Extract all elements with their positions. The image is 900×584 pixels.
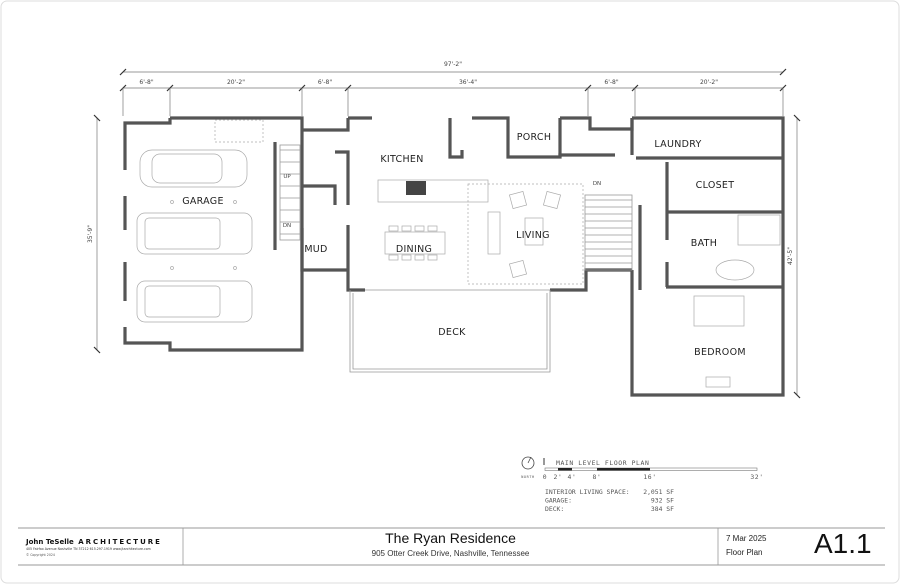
room-label-bedroom: BEDROOM	[694, 347, 746, 358]
room-label-garage: GARAGE	[182, 196, 224, 207]
kitchen-island	[377, 179, 489, 203]
project-info: The Ryan Residence 905 Otter Creek Drive…	[183, 530, 718, 558]
segment-dimension: 20'-2"	[227, 79, 245, 86]
project-address: 905 Otter Creek Drive, Nashville, Tennes…	[371, 549, 530, 558]
room-label-dining: DINING	[396, 244, 432, 255]
living-rug	[467, 183, 584, 285]
area-label: GARAGE:	[545, 497, 572, 505]
walls	[123, 116, 785, 397]
room-label-kitchen: KITCHEN	[380, 154, 423, 165]
scale-tick-label: 16'	[643, 473, 656, 481]
plan-title: MAIN LEVEL FLOOR PLAN	[556, 459, 649, 467]
dining-chair	[388, 254, 399, 261]
area-label: INTERIOR LIVING SPACE:	[545, 488, 630, 496]
dining-chair	[388, 225, 399, 232]
firm-address: 405 Fairfax Avenue Nashville TN 37212 61…	[26, 547, 151, 551]
bed	[693, 295, 745, 327]
room-label-porch: PORCH	[517, 132, 552, 143]
firm-name: John TeSelle	[26, 538, 74, 546]
furniture	[377, 179, 781, 388]
stair-up-label: UP	[283, 174, 291, 180]
cooktop	[406, 181, 426, 195]
shower	[737, 214, 781, 246]
dimension-strings: 97'-2" 6'-8" 20'-2" 6'-8" 36'-4" 6'-8" 20'-2"…	[87, 61, 801, 399]
segment-dimension: 20'-2"	[700, 79, 718, 86]
sheet-number: A1.1	[814, 528, 872, 559]
car-1	[139, 149, 248, 188]
area-value: 932 SF	[651, 497, 674, 505]
north-arrow-icon	[521, 456, 535, 470]
overall-width-dimension: 97'-2"	[444, 61, 462, 68]
segment-dimension: 36'-4"	[459, 79, 477, 86]
firm-logo: John TeSelle ARCHITECTURE 405 Fairfax Av…	[26, 538, 181, 557]
firm-word: ARCHITECTURE	[78, 538, 162, 546]
room-label-bath: BATH	[691, 238, 717, 249]
dining-chair	[427, 254, 438, 261]
room-label-deck: DECK	[438, 327, 466, 338]
scale-tick-label: 2'	[554, 473, 563, 481]
car-3	[136, 280, 253, 323]
scale-tick-label: 0	[543, 473, 547, 481]
north-label: NORTH	[521, 475, 535, 479]
project-title: The Ryan Residence	[385, 530, 516, 546]
dining-chair	[401, 254, 412, 261]
deck-outline	[349, 289, 551, 373]
room-label-living: LIVING	[516, 230, 550, 241]
right-depth-dimension: 42'-5"	[787, 247, 794, 265]
bathtub	[715, 259, 755, 281]
plan-legend: NORTH MAIN LEVEL FLOOR PLAN 0 2' 4' 8' 16' 32…	[521, 456, 763, 513]
copyright: © Copyright 2024	[26, 553, 55, 557]
area-label: DECK:	[545, 505, 564, 513]
stair-down-label: DN	[283, 223, 291, 229]
main-stair-down-label: DN	[593, 181, 601, 187]
sheet-date: 7 Mar 2025	[726, 534, 767, 543]
car-2	[136, 212, 253, 255]
dining-chair	[414, 254, 425, 261]
left-depth-dimension: 35'-9"	[87, 225, 94, 243]
dining-chair	[401, 225, 412, 232]
segment-dimension: 6'-8"	[139, 79, 153, 86]
title-block-frame	[18, 527, 885, 566]
dining-chair	[414, 225, 425, 232]
stairs	[214, 119, 633, 271]
scale-tick-label: 32'	[750, 473, 763, 481]
sheet-name: Floor Plan	[726, 548, 763, 557]
garage-cars	[136, 149, 253, 323]
coffee-table	[524, 217, 544, 246]
scale-tick-label: 8'	[593, 473, 602, 481]
scale-bar	[544, 467, 758, 471]
room-labels: GARAGE MUD KITCHEN DINING LIVING DECK PO…	[182, 132, 746, 358]
scale-tick-label: 4'	[568, 473, 577, 481]
sofa	[487, 211, 501, 255]
room-label-laundry: LAUNDRY	[654, 139, 701, 150]
room-label-mud: MUD	[304, 244, 327, 255]
segment-dimension: 6'-8"	[318, 79, 332, 86]
dining-chair	[427, 225, 438, 232]
sheet-meta: 7 Mar 2025 Floor Plan	[726, 534, 766, 557]
room-label-closet: CLOSET	[696, 180, 735, 191]
area-value: 384 SF	[651, 505, 674, 513]
dining-table	[384, 231, 446, 255]
area-value: 2,051 SF	[643, 488, 674, 496]
segment-dimension: 6'-8"	[604, 79, 618, 86]
